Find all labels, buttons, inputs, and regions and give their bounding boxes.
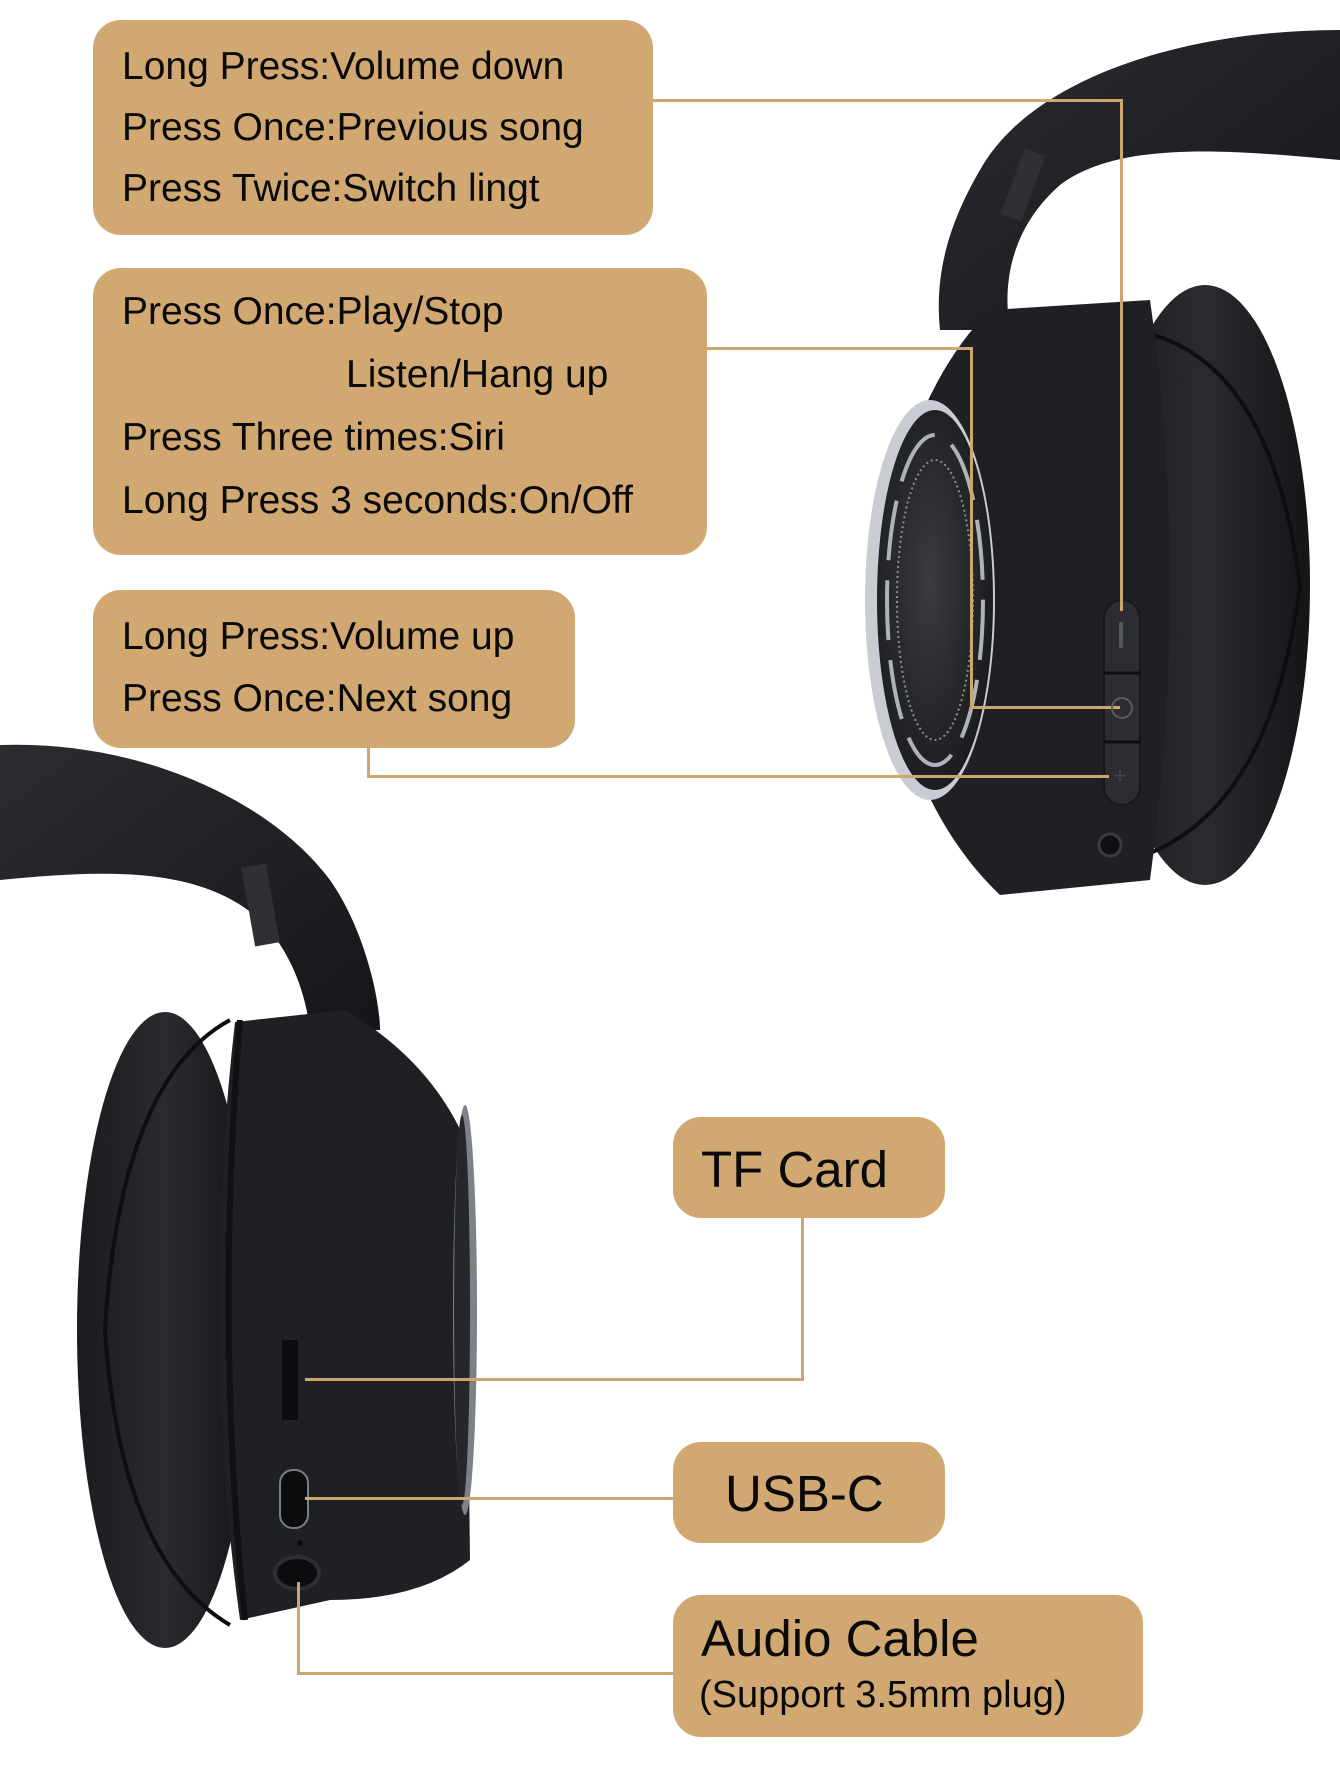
callout-multifunction-button: Press Once:Play/Stop Listen/Hang up Pres…	[93, 268, 707, 555]
connector-play-h2	[970, 706, 1120, 709]
callout-tf-card: TF Card	[673, 1117, 945, 1218]
connector-volume-up-h	[367, 775, 1109, 778]
callout-line: Press Once:Play/Stop	[122, 290, 504, 333]
callout-title: TF Card	[701, 1141, 889, 1198]
circle-icon	[1111, 697, 1133, 719]
callout-subtitle: (Support 3.5mm plug)	[699, 1674, 1067, 1716]
callout-line: Press Three times:Siri	[122, 416, 505, 459]
callout-volume-up-button: Long Press:Volume up Press Once:Next son…	[93, 590, 575, 748]
connector-volume-up-v	[367, 748, 370, 778]
connector-audio-v	[297, 1582, 300, 1675]
callout-volume-down-button: Long Press:Volume down Press Once:Previo…	[93, 20, 653, 235]
callout-line: Press Once:Next song	[122, 677, 513, 720]
connector-volume-down-h	[653, 99, 1123, 102]
connector-volume-down-v	[1120, 99, 1123, 611]
callout-line: Long Press 3 seconds:On/Off	[122, 479, 633, 522]
plus-icon: +	[1113, 763, 1127, 788]
callout-audio-cable: Audio Cable (Support 3.5mm plug)	[673, 1595, 1143, 1737]
minus-icon	[1119, 622, 1123, 648]
connector-tf-h	[305, 1378, 804, 1381]
connector-tf-v	[801, 1218, 804, 1381]
callout-usb-c: USB-C	[673, 1442, 945, 1543]
callout-line: Press Twice:Switch lingt	[122, 167, 540, 210]
connector-usb-h	[305, 1497, 675, 1500]
connector-audio-h	[297, 1672, 675, 1675]
callout-line: Long Press:Volume down	[122, 45, 565, 88]
callout-line: Press Once:Previous song	[122, 106, 584, 149]
connector-play-v	[970, 347, 973, 709]
connector-play-h	[707, 347, 973, 350]
callout-title: USB-C	[725, 1465, 884, 1522]
callout-line: Long Press:Volume up	[122, 615, 515, 658]
callout-line: Listen/Hang up	[346, 353, 609, 396]
callout-title: Audio Cable	[701, 1610, 979, 1667]
